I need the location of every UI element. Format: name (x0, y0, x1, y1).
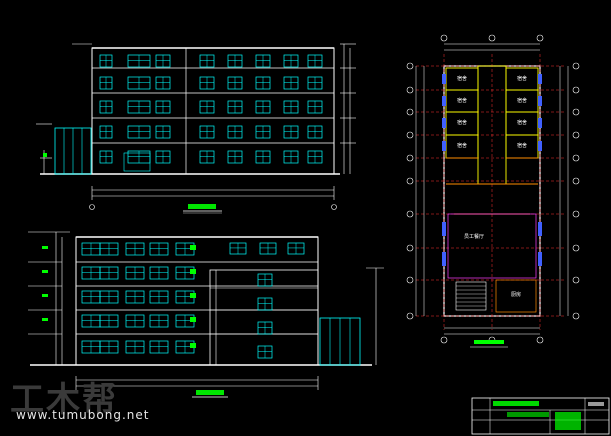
axis-bubble (572, 244, 580, 252)
axis-bubble (406, 131, 414, 139)
watermark: 工木帮 www.tumubong.net (6, 372, 176, 430)
rear-elevation-windows (81, 242, 305, 359)
title-block (471, 397, 610, 435)
axis-bubble (536, 336, 544, 344)
axis-bubble (536, 34, 544, 42)
axis-bubble (406, 62, 414, 70)
axis-bubble (440, 34, 448, 42)
room-label: 员工餐厅 (464, 233, 484, 240)
plan-dining-area (447, 213, 537, 279)
axis-bubble (572, 177, 580, 185)
axis-bubble (406, 244, 414, 252)
axis-bubble (406, 86, 414, 94)
watermark-url: www.tumubong.net (16, 408, 150, 422)
plan-stair (455, 281, 487, 311)
room-label: 宿舍 (457, 142, 467, 149)
axis-bubble (572, 108, 580, 116)
watermark-logo: 工木帮 (10, 380, 118, 420)
axis-bubble (488, 34, 496, 42)
rear-elevation-title-mark (196, 390, 224, 395)
axis-bubble (406, 312, 414, 320)
front-elevation-windows (99, 54, 323, 172)
room-label: 宿舍 (517, 119, 527, 126)
front-elevation-title-mark (188, 204, 216, 209)
front-elevation (36, 43, 356, 214)
room-label: 厨房 (511, 291, 521, 298)
room-label: 宿舍 (457, 97, 467, 104)
plan-axis-bubbles (406, 34, 580, 344)
axis-bubble (440, 336, 448, 344)
axis-bubble (406, 154, 414, 162)
room-label: 宿舍 (517, 97, 527, 104)
room-label: 宿舍 (457, 119, 467, 126)
axis-bubble (572, 62, 580, 70)
axis-bubble (406, 210, 414, 218)
axis-bubble (406, 108, 414, 116)
axis-bubble (572, 312, 580, 320)
room-label: 宿舍 (457, 75, 467, 82)
rear-elevation (28, 231, 384, 398)
axis-bubble (572, 86, 580, 94)
axis-bubble (572, 154, 580, 162)
room-label: 宿舍 (517, 75, 527, 82)
axis-bubble (406, 177, 414, 185)
axis-bubble (572, 276, 580, 284)
axis-bubble (572, 131, 580, 139)
rear-elevation-outline (75, 236, 319, 366)
room-label: 宿舍 (517, 142, 527, 149)
axis-bubble (572, 210, 580, 218)
plan-title-mark (474, 340, 504, 344)
axis-bubble (406, 276, 414, 284)
